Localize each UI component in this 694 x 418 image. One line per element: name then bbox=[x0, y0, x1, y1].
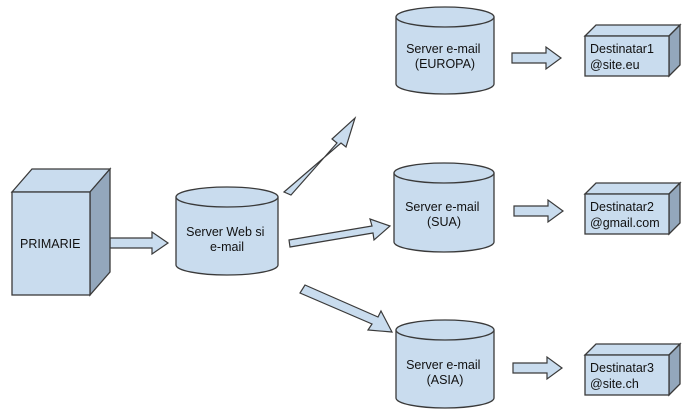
box-front-face bbox=[584, 193, 670, 235]
node-dest3: Destinatar3 @site.ch bbox=[583, 342, 682, 397]
arrow-shape bbox=[109, 230, 170, 256]
arrow-shape bbox=[512, 355, 564, 381]
box-side-face bbox=[89, 167, 111, 297]
mail-asia-label: Server e-mail (ASIA) bbox=[406, 358, 484, 387]
node-dest2: Destinatar2 @gmail.com bbox=[583, 181, 682, 236]
edge-web-server-to-mail-europa bbox=[282, 116, 357, 196]
arrow-shape bbox=[288, 218, 392, 248]
node-web-server: Server Web si e-mail bbox=[175, 186, 279, 276]
cylinder-top bbox=[395, 6, 495, 28]
mail-sua-label: Server e-mail (SUA) bbox=[405, 200, 483, 229]
cylinder-body bbox=[393, 173, 495, 253]
cylinder-top bbox=[175, 186, 279, 208]
box-front-face bbox=[11, 191, 91, 296]
web-server-label-line-2: e-mail bbox=[210, 240, 244, 254]
edge-web-server-to-mail-sua bbox=[288, 218, 392, 248]
box-front-face bbox=[584, 354, 670, 396]
web-server-label: Server Web si e-mail bbox=[186, 225, 268, 254]
cylinder-body bbox=[395, 17, 495, 95]
node-mail-sua: Server e-mail (SUA) bbox=[393, 162, 495, 253]
dest2-label-line-1: Destinatar2 bbox=[590, 200, 654, 214]
mail-sua-label-line-1: Server e-mail bbox=[405, 200, 479, 214]
arrow-shape bbox=[513, 198, 565, 224]
node-dest1: Destinatar1 @site.eu bbox=[583, 23, 682, 78]
edge-mail-asia-to-dest3 bbox=[512, 355, 564, 381]
dest2-label: Destinatar2 @gmail.com bbox=[590, 200, 660, 230]
cylinder-top bbox=[395, 319, 495, 341]
cylinder-body bbox=[395, 330, 495, 409]
dest1-label: Destinatar1 @site.eu bbox=[590, 42, 657, 72]
node-mail-europa: Server e-mail (EUROPA) bbox=[395, 6, 495, 95]
edge-primarie-to-web-server bbox=[109, 230, 170, 256]
dest3-label: Destinatar3 @site.ch bbox=[590, 361, 657, 391]
node-primarie: PRIMARIE bbox=[10, 167, 112, 297]
arrow-shape bbox=[282, 116, 357, 196]
mail-asia-label-line-2: (ASIA) bbox=[427, 373, 464, 387]
mail-europa-label-line-1: Server e-mail bbox=[406, 42, 480, 56]
box-top-face bbox=[583, 343, 682, 356]
arrow-shape bbox=[511, 45, 563, 71]
dest2-label-line-2: @gmail.com bbox=[590, 216, 660, 230]
mail-europa-label: Server e-mail (EUROPA) bbox=[406, 42, 484, 71]
mail-europa-label-line-2: (EUROPA) bbox=[415, 57, 475, 71]
dest3-label-line-1: Destinatar3 bbox=[590, 361, 654, 375]
primarie-label: PRIMARIE bbox=[20, 237, 80, 251]
dest1-label-line-2: @site.eu bbox=[590, 58, 640, 72]
edge-mail-europa-to-dest1 bbox=[511, 45, 563, 71]
box-top-face bbox=[583, 24, 682, 37]
dest1-label-line-1: Destinatar1 bbox=[590, 42, 654, 56]
node-mail-asia: Server e-mail (ASIA) bbox=[395, 319, 495, 409]
mail-asia-label-line-1: Server e-mail bbox=[406, 358, 480, 372]
edge-web-server-to-mail-asia bbox=[299, 284, 394, 333]
arrow-shape bbox=[299, 284, 394, 333]
dest3-label-line-2: @site.ch bbox=[590, 377, 639, 391]
box-front-face bbox=[584, 35, 670, 77]
box-top-face bbox=[583, 182, 682, 195]
mail-sua-label-line-2: (SUA) bbox=[427, 215, 461, 229]
edge-mail-sua-to-dest2 bbox=[513, 198, 565, 224]
web-server-label-line-1: Server Web si bbox=[186, 225, 264, 239]
cylinder-body bbox=[175, 197, 279, 276]
cylinder-top bbox=[393, 162, 495, 184]
